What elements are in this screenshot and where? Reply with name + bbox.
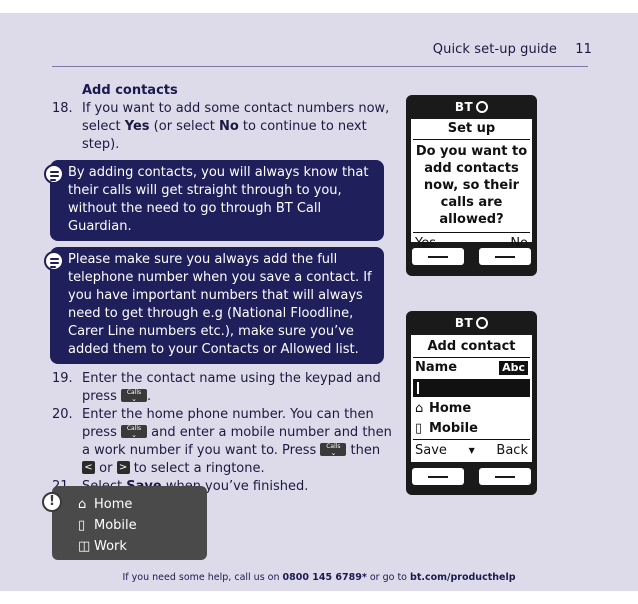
- footer: If you need some help, call us on 0800 1…: [122, 572, 516, 583]
- right-soft-button[interactable]: [479, 248, 531, 265]
- warning-item-home: ⌂Home: [78, 494, 207, 515]
- phone-setup-screen: BT Set up Do you want to add contacts no…: [406, 95, 537, 276]
- screen-divider: [413, 439, 530, 440]
- softkey-no[interactable]: No: [510, 236, 528, 251]
- softkey-yes[interactable]: Yes: [415, 236, 436, 251]
- step-19: 19. Enter the contact name using the key…: [52, 370, 392, 406]
- warning-box: ! ⌂Home ▯Mobile ◫Work: [42, 486, 207, 560]
- step-text: to select a ringtone.: [129, 461, 265, 476]
- bt-logo: BT: [406, 95, 537, 119]
- screen-title: Set up: [447, 121, 496, 136]
- info-note-2: Please make sure you always add the full…: [44, 247, 384, 364]
- softkey-back[interactable]: Back: [496, 443, 528, 458]
- work-icon: ◫: [78, 539, 91, 554]
- step-number: 20.: [52, 407, 73, 422]
- step-text: to continue to next step).: [82, 119, 367, 152]
- phone-add-contact-screen: BT Add contact Name Abc ⌂ Home ▯ Mobile Sa…: [406, 311, 537, 495]
- header-divider: [52, 66, 588, 67]
- phone-buttons: [406, 462, 537, 485]
- info-note-1: By adding contacts, you will always know…: [44, 160, 384, 241]
- step-text: If you want to add some contact numbers …: [82, 101, 390, 134]
- note-icon: [44, 251, 64, 271]
- screen-divider: [413, 357, 530, 358]
- step-number: 19.: [52, 371, 73, 386]
- left-soft-button[interactable]: [412, 248, 464, 265]
- instructions-column: Add contacts 18. If you want to add some…: [44, 82, 392, 496]
- calls-key-icon: Calls⌄: [121, 425, 147, 439]
- calls-key-icon: Calls⌄: [121, 389, 147, 403]
- left-soft-button[interactable]: [412, 468, 464, 485]
- step-18: 18. If you want to add some contact numb…: [52, 100, 392, 154]
- home-icon: ⌂: [415, 401, 424, 416]
- bt-globe-icon: [476, 100, 489, 113]
- screen-divider: [413, 139, 530, 140]
- guide-title: Quick set-up guide: [432, 42, 558, 57]
- step-text: or: [95, 461, 117, 476]
- name-field-row: Name Abc: [411, 358, 532, 378]
- step-text: then: [346, 443, 381, 458]
- step-number: 18.: [52, 101, 73, 116]
- note-text: Please make sure you always add the full…: [68, 252, 372, 357]
- step-text: and enter a mobile number and then a wor…: [82, 425, 392, 458]
- softkey-labels: Save ▼ Back: [411, 440, 532, 460]
- warning-item-work: ◫Work: [78, 536, 207, 557]
- right-soft-button[interactable]: [479, 468, 531, 485]
- step-bold: No: [218, 119, 239, 134]
- step-text: Enter the home phone number. You can the…: [82, 407, 374, 440]
- step-text: (or select: [149, 119, 219, 134]
- note-text: By adding contacts, you will always know…: [68, 165, 369, 234]
- home-field-row: ⌂ Home: [411, 399, 532, 419]
- bt-globe-icon: [476, 316, 489, 329]
- phone-display: Add contact Name Abc ⌂ Home ▯ Mobile Save …: [411, 335, 532, 462]
- bt-logo: BT: [406, 311, 537, 335]
- step-bold: Yes: [124, 119, 150, 134]
- name-input[interactable]: [413, 379, 530, 397]
- calls-key-icon: Calls⌄: [320, 443, 347, 457]
- note-icon: [44, 164, 64, 184]
- step-20: 20. Enter the home phone number. You can…: [52, 406, 392, 478]
- page-number: 11: [575, 42, 592, 57]
- home-icon: ⌂: [78, 497, 87, 512]
- mobile-icon: ▯: [78, 518, 86, 533]
- mobile-field-label: Mobile: [429, 421, 478, 436]
- mobile-field-row: ▯ Mobile: [411, 419, 532, 439]
- input-mode-badge: Abc: [499, 361, 528, 375]
- warning-icon: !: [42, 492, 62, 512]
- help-phone: 0800 145 6789*: [282, 572, 367, 583]
- section-title: Add contacts: [82, 83, 178, 98]
- left-arrow-key-icon: <: [82, 461, 95, 474]
- phone-buttons: [406, 242, 537, 265]
- warning-item-mobile: ▯Mobile: [78, 515, 207, 536]
- home-field-label: Home: [429, 401, 472, 416]
- step-text: .: [147, 389, 152, 404]
- page-header: Quick set-up guide 11: [433, 42, 592, 57]
- scroll-down-icon: ▼: [468, 446, 475, 455]
- softkey-save[interactable]: Save: [415, 443, 447, 458]
- mobile-icon: ▯: [415, 421, 423, 436]
- screen-prompt: Do you want to add contacts now, so thei…: [415, 144, 528, 227]
- step-text: Enter the contact name using the keypad …: [82, 371, 381, 404]
- softkey-labels: Yes No: [411, 233, 532, 253]
- right-arrow-key-icon: >: [116, 461, 130, 474]
- phone-display: Set up Do you want to add contacts now, …: [411, 119, 532, 251]
- help-url[interactable]: bt.com/producthelp: [410, 572, 516, 583]
- name-field-label: Name: [415, 360, 458, 375]
- screen-title: Add contact: [427, 339, 516, 354]
- screen-divider: [413, 232, 530, 233]
